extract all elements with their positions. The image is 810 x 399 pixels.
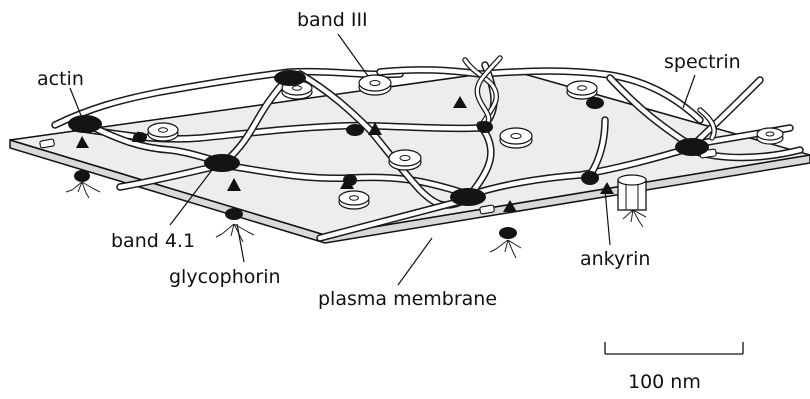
scale-bar-label: 100 nm	[628, 373, 701, 392]
label-ankyrin: ankyrin	[580, 250, 650, 269]
label-spectrin: spectrin	[664, 53, 741, 72]
band-iii-transmembrane	[618, 175, 646, 210]
label-plasma-membrane: plasma membrane	[318, 290, 497, 309]
label-band-iii: band III	[297, 11, 368, 30]
scale-bar	[605, 342, 743, 354]
label-band-4-1: band 4.1	[111, 232, 195, 251]
label-glycophorin: glycophorin	[169, 268, 281, 287]
label-actin: actin	[37, 70, 84, 89]
